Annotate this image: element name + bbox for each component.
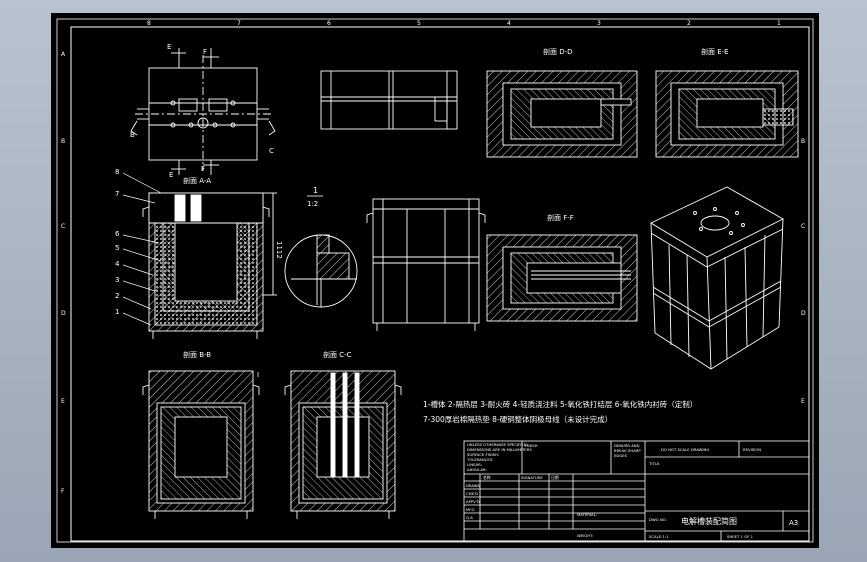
isometric-view <box>650 186 784 370</box>
balloon-1: 1 <box>115 308 119 316</box>
front-elevation <box>320 70 458 130</box>
cut-label-b: B <box>130 131 135 139</box>
inner-frame <box>70 26 810 542</box>
zone-number: 4 <box>507 20 511 27</box>
tb-title-label: TITLE: <box>648 461 661 466</box>
cut-label-f: F <box>201 165 205 173</box>
detail-number: 1 <box>313 186 318 195</box>
zone-number: 1 <box>777 20 781 27</box>
drawing-sheet: A B C D E F B C D E 8 7 6 5 4 3 2 1 <box>51 13 819 548</box>
tb-note: ANGULAR: <box>467 467 487 472</box>
section-ee <box>655 70 799 158</box>
tb-col-date: 日期 <box>551 475 559 480</box>
tb-material: MATERIAL: <box>577 512 597 517</box>
cut-label-c: C <box>269 147 274 155</box>
balloon-7: 7 <box>115 190 119 198</box>
tb-deburr: EDGES <box>614 453 628 458</box>
view-label-dd: 剖面 D-D <box>543 47 573 56</box>
tb-deburr: DEBURR AND <box>614 443 640 448</box>
top-view <box>130 48 276 175</box>
zone-labels: A B C D E F B C D E 8 7 6 5 4 3 2 1 <box>61 20 806 495</box>
tb-deburr: BREAK SHARP <box>614 448 641 453</box>
tb-note: LINEAR: <box>467 462 482 467</box>
tb-row-appvd: APPV'D <box>466 499 480 504</box>
zone-letter: D <box>801 310 806 317</box>
balloon-5: 5 <box>115 244 119 252</box>
tb-dwg-no: DWG NO. <box>649 517 667 522</box>
view-label-cc: 剖面 C-C <box>323 350 352 359</box>
zone-letter: A <box>61 51 66 58</box>
zone-number: 3 <box>597 20 601 27</box>
legend-line-1: 1-槽体 2-隔热层 3-耐火砖 4-轻质浇注料 5-氧化铁打结层 6-氧化铁内… <box>423 399 697 409</box>
detail-scale: 1:2 <box>307 200 318 208</box>
balloon-6: 6 <box>115 230 120 238</box>
balloon-8: 8 <box>115 168 119 176</box>
tb-note: UNLESS OTHERWISE SPECIFIED: <box>467 442 528 447</box>
tb-row-mfg: MFG <box>466 507 474 512</box>
zone-letter: C <box>61 223 65 230</box>
side-elevation <box>366 198 486 331</box>
tb-note: TOLERANCES: <box>466 457 493 462</box>
zone-letter: E <box>801 398 805 405</box>
tb-weight: WEIGHT: <box>577 533 593 538</box>
balloon-leaders <box>122 172 162 326</box>
view-label-ee: 剖面 E-E <box>701 47 729 56</box>
zone-letter: B <box>61 138 65 145</box>
zone-number: 7 <box>237 20 241 27</box>
drawing-canvas: A B C D E F B C D E 8 7 6 5 4 3 2 1 <box>56 18 814 543</box>
balloon-4: 4 <box>115 260 120 268</box>
tb-size: A3 <box>789 519 798 527</box>
zone-number: 2 <box>687 20 691 27</box>
tb-row-qa: Q.A <box>466 515 473 520</box>
balloon-3: 3 <box>115 276 119 284</box>
outer-frame <box>56 18 814 543</box>
zone-number: 5 <box>417 20 421 27</box>
section-cc <box>284 370 402 519</box>
cut-label-i: I <box>257 371 259 379</box>
tb-col-name: 名称 <box>483 475 491 480</box>
tb-col-signature: SIGNATURE <box>521 475 543 480</box>
zone-letter: C <box>801 223 805 230</box>
zone-number: 8 <box>147 20 151 27</box>
tb-row-drawn: DRAWN <box>466 483 481 488</box>
balloon-2: 2 <box>115 292 119 300</box>
side-section <box>142 192 277 339</box>
tb-note: SURFACE FINISH: <box>467 452 499 457</box>
title-block <box>463 440 810 542</box>
tb-drawing-title: 电解槽装配简图 <box>681 516 737 526</box>
section-bb <box>142 370 260 519</box>
tb-sheet: SHEET 1 OF 1 <box>727 534 754 539</box>
cut-label-e: E <box>167 43 171 51</box>
view-label-ff: 剖面 F-F <box>547 213 574 222</box>
tb-finish: FINISH <box>525 443 538 448</box>
section-ff <box>486 234 638 322</box>
tb-dont-scale: DO NOT SCALE DRAWING <box>661 447 709 452</box>
cut-label-f: F <box>203 48 207 56</box>
zone-letter: D <box>61 310 66 317</box>
tb-revision: REVISION <box>743 447 761 452</box>
detail-view <box>284 234 358 308</box>
tb-row-chkd: CHK'D <box>466 491 478 496</box>
zone-letter: B <box>801 138 805 145</box>
section-dd <box>486 70 638 158</box>
view-label-bb: 剖面 B-B <box>183 350 211 359</box>
tb-scale: SCALE:1:1 <box>649 534 669 539</box>
view-label-aa: 剖面 A-A <box>183 176 211 185</box>
zone-number: 6 <box>327 20 331 27</box>
legend-line-2: 7-300厚岩棉隔热垫 8-硬铜整体阴极母线（未设计完成） <box>423 414 612 424</box>
cut-label-e: E <box>169 171 173 179</box>
zone-letter: F <box>61 488 65 495</box>
zone-letter: E <box>61 398 65 405</box>
tb-note: DIMENSIONS ARE IN MILLIMETERS <box>467 447 532 452</box>
height-dimension: 1112 <box>275 241 283 259</box>
